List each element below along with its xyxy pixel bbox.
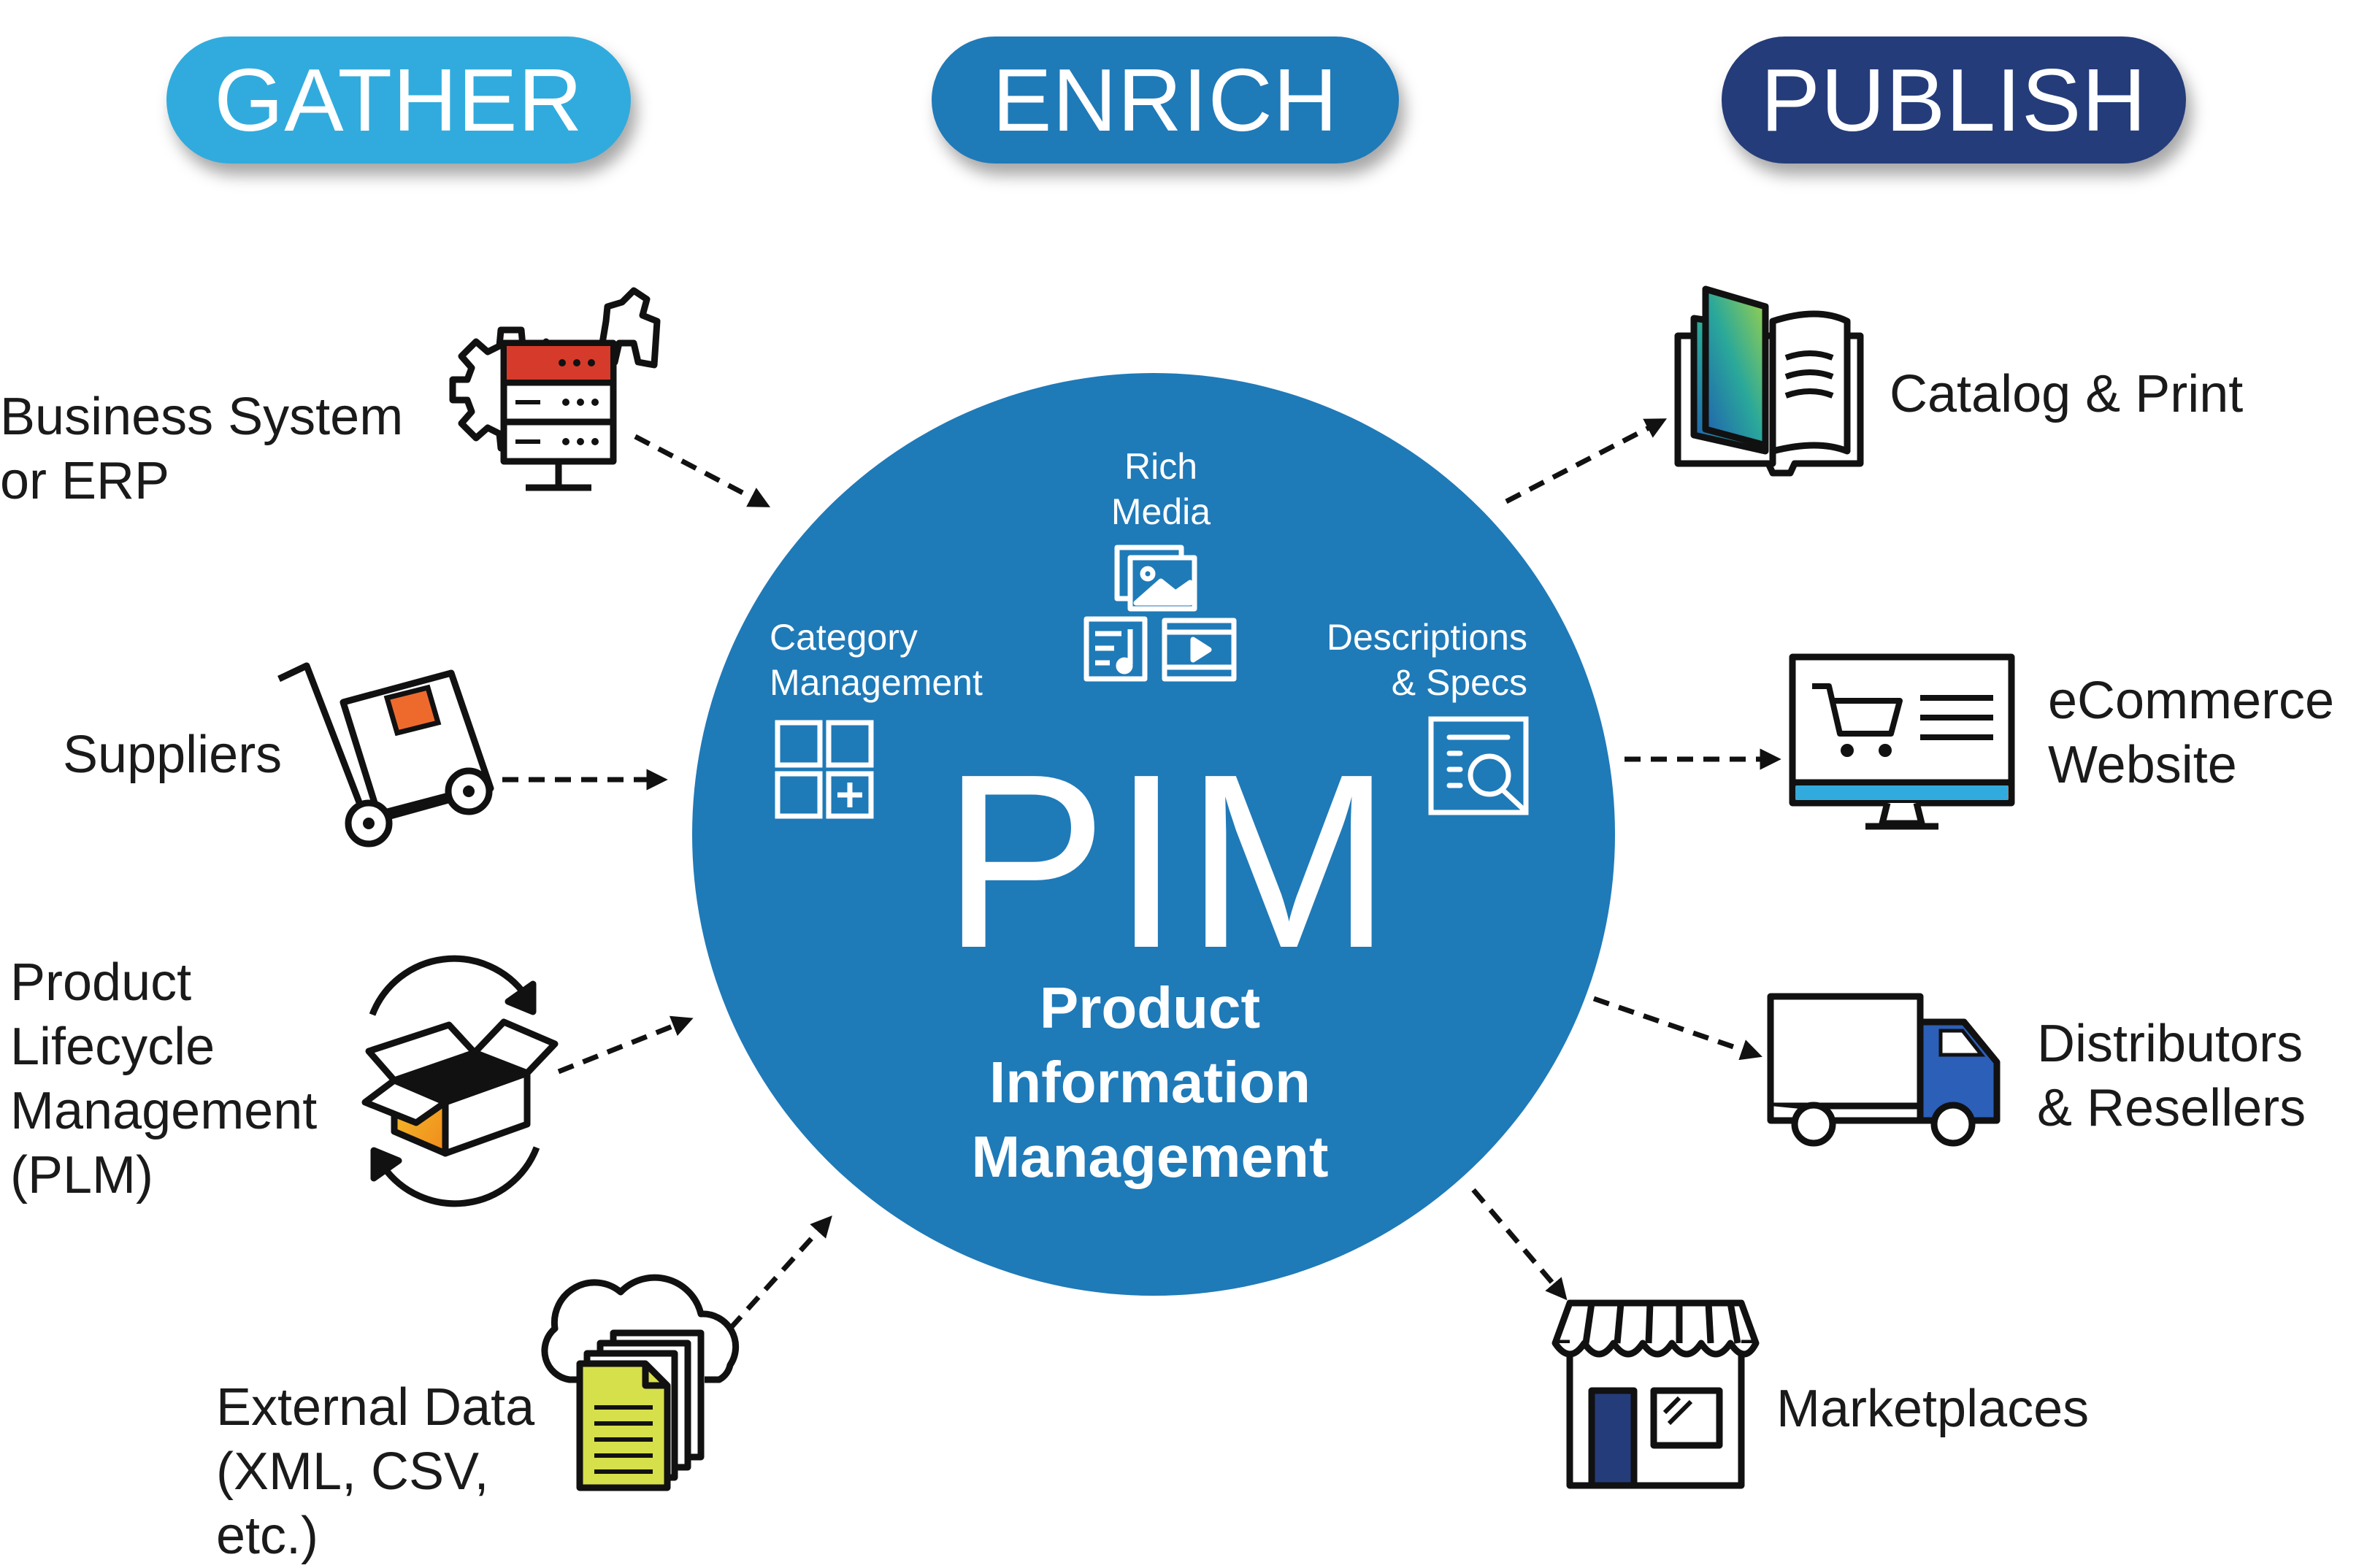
arrow-erp-to-pim xyxy=(635,437,761,502)
pim-acronym: PIM xyxy=(942,737,1380,985)
marketplaces-label: Marketplaces xyxy=(1776,1377,2089,1441)
delivery-truck-icon xyxy=(1771,996,1997,1143)
storefront-icon xyxy=(1555,1303,1756,1486)
suppliers-label: Suppliers xyxy=(63,723,282,787)
ecommerce-monitor-icon xyxy=(1792,657,2011,826)
arrow-pim-to-distributors xyxy=(1594,999,1752,1053)
distributors-label: Distributors& Resellers xyxy=(2037,1012,2306,1140)
catalog-print-label: Catalog & Print xyxy=(1890,362,2243,426)
arrow-pim-to-marketplaces xyxy=(1473,1190,1560,1292)
external-data-label: External Data(XML, CSV,etc.) xyxy=(216,1375,534,1568)
arrow-plm-to-pim xyxy=(559,1022,683,1072)
descriptions-specs-label: Descriptions& Specs xyxy=(1300,615,1527,705)
server-gear-icon xyxy=(453,291,657,488)
hand-truck-icon xyxy=(279,666,491,844)
arrow-external-to-pim xyxy=(730,1223,825,1329)
box-cycle-icon xyxy=(365,958,555,1204)
arrow-pim-to-catalog xyxy=(1506,423,1657,501)
open-book-icon xyxy=(1678,289,1860,473)
